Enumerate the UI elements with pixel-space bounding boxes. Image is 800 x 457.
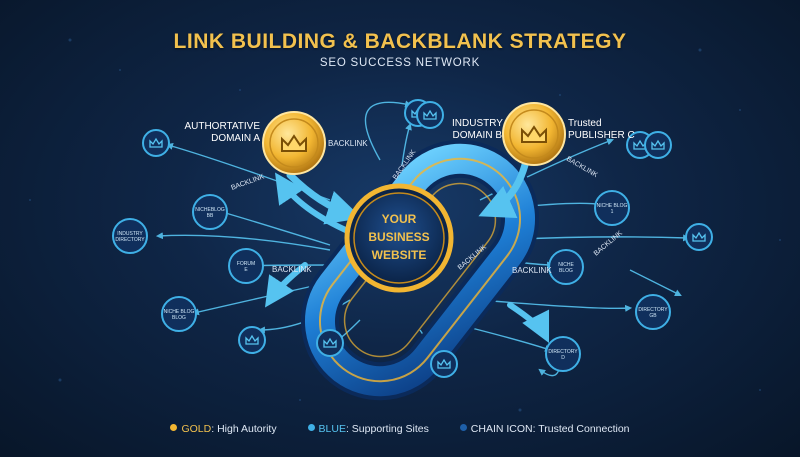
page-title: LINK BUILDING & BACKBLANK STRATEGY (173, 30, 627, 53)
crown-icon (245, 334, 259, 345)
gold-label-c-line1: Trusted (568, 118, 602, 129)
blue-node-circle (548, 249, 584, 285)
blue-node-circle (142, 129, 170, 157)
gold-label-a: AUTHORTATIVE DOMAIN A (184, 121, 260, 145)
crown-icon (323, 337, 337, 348)
legend-item-gold: GOLD: High Autority (170, 423, 277, 435)
crown-icon (437, 358, 451, 369)
crown-icon (521, 125, 547, 143)
blue-node-circle (594, 190, 630, 226)
blue-node-circle (430, 350, 458, 378)
legend-item-chain: CHAIN ICON: Trusted Connection (459, 423, 630, 435)
chain-dot-icon (459, 424, 467, 431)
backlink-label: BACKLINK (593, 230, 624, 258)
blue-node-circle (192, 194, 228, 230)
center-line-3: WEBSITE (372, 248, 427, 262)
blue-node[interactable] (416, 101, 444, 129)
blue-node[interactable] (430, 350, 458, 378)
legend: GOLD: High Autority BLUE: Supporting Sit… (0, 423, 800, 435)
backlink-label: BACKLINK (512, 266, 552, 275)
crown-icon (651, 139, 665, 150)
blue-node-circle (635, 294, 671, 330)
blue-node-circle (416, 101, 444, 129)
blue-node-circle (228, 248, 264, 284)
center-line-1: YOUR (382, 212, 417, 226)
blue-node-circle (644, 131, 672, 159)
blue-node[interactable] (685, 223, 713, 251)
legend-key: BLUE (318, 423, 346, 435)
gold-label-a-line1: AUTHORTATIVE (184, 121, 260, 132)
gold-label-c: Trusted PUBLISHER C (568, 118, 635, 142)
page-subtitle: SEO SUCCESS NETWORK (319, 57, 481, 69)
background-dots (29, 38, 781, 412)
gold-dot-icon (170, 424, 178, 431)
crown-icon (149, 137, 163, 148)
blue-node[interactable] (644, 131, 672, 159)
legend-key: GOLD (181, 423, 212, 435)
backlink-label: BACKLINK (328, 139, 368, 148)
blue-node-circle (238, 326, 266, 354)
gold-node-industry-domain-b[interactable] (502, 102, 566, 166)
crown-icon (692, 231, 706, 242)
backlink-label: BACKLINK (565, 156, 599, 180)
gold-label-b: INDUSTRY DOMAIN B (452, 118, 503, 142)
legend-key: CHAIN ICON (470, 423, 533, 435)
gold-label-b-line2: DOMAIN B (452, 130, 502, 141)
legend-desc: : High Autority (211, 423, 277, 435)
legend-desc: : Supporting Sites (345, 423, 429, 435)
gold-node-authoritative-domain-a[interactable] (262, 111, 326, 175)
gold-label-b-line1: INDUSTRY (452, 118, 503, 129)
backlink-label: BACKLINK (272, 265, 312, 274)
gold-label-c-line2: PUBLISHER C (568, 130, 635, 141)
blue-node[interactable] (142, 129, 170, 157)
blue-node-circle (112, 218, 148, 254)
blue-node-circle (161, 296, 197, 332)
blue-node-circle (685, 223, 713, 251)
crown-icon (281, 134, 307, 152)
crown-icon (423, 109, 437, 120)
blue-dot-icon (307, 424, 315, 431)
legend-item-blue: BLUE: Supporting Sites (307, 423, 429, 435)
blue-node[interactable] (316, 329, 344, 357)
center-line-2: BUSINESS (368, 230, 429, 244)
blue-node-circle (545, 336, 581, 372)
center-node[interactable]: YOUR BUSINESS WEBSITE (344, 183, 454, 293)
legend-desc: : Trusted Connection (532, 423, 630, 435)
gold-label-a-line2: DOMAIN A (211, 133, 260, 144)
backlink-label: BACKLINK (230, 173, 265, 192)
blue-node-circle (316, 329, 344, 357)
blue-node[interactable] (238, 326, 266, 354)
